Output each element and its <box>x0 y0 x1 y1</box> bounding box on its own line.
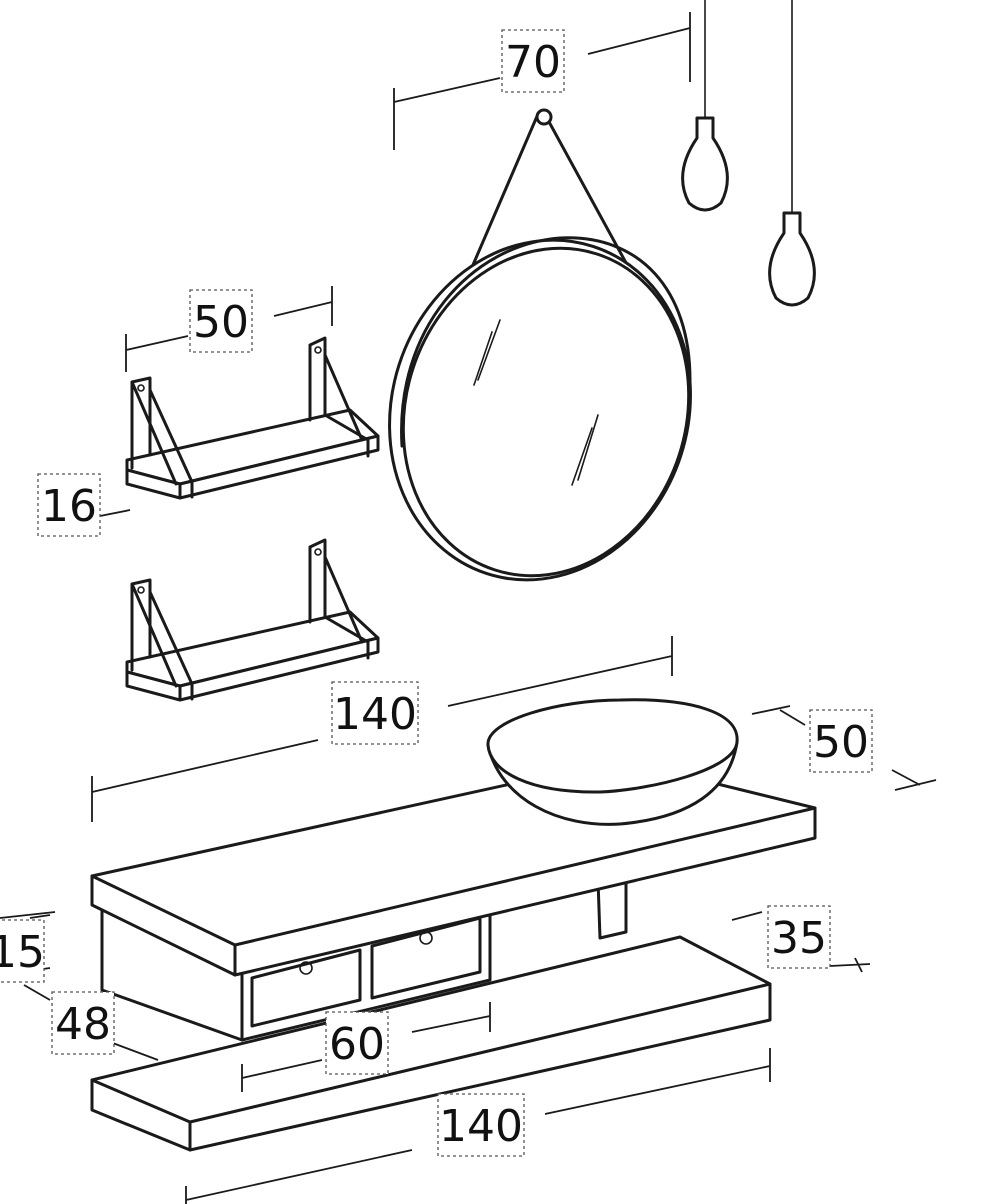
top-width-label: 140 <box>333 689 417 740</box>
basin-depth-label: 50 <box>813 717 869 768</box>
dimension-label-48: 48 <box>51 991 115 1055</box>
lower-shelf-width-label: 140 <box>439 1101 523 1152</box>
dimension-label-140-top: 140 <box>331 681 419 745</box>
lower-floating-shelf <box>90 935 772 1152</box>
dimension-label-50-shelf: 50 <box>189 289 253 353</box>
wall-shelf-upper <box>125 336 380 500</box>
drawer-width-label: 60 <box>329 1019 385 1070</box>
dimension-label-16: 16 <box>37 473 101 537</box>
shelf-height-label: 16 <box>41 481 97 532</box>
lower-shelf-depth-label: 35 <box>771 913 827 964</box>
dimension-label-50-basin: 50 <box>809 709 873 773</box>
vanity-unit <box>90 698 817 1042</box>
pendant-light-left <box>681 0 729 212</box>
dimension-label-70: 70 <box>501 29 565 93</box>
dimension-label-35: 35 <box>767 905 831 969</box>
round-mirror <box>388 108 692 582</box>
pendant-light-right <box>768 0 816 307</box>
mirror-width-label: 70 <box>505 37 561 88</box>
dimension-lines <box>0 12 937 1204</box>
dimension-label-140-lower: 140 <box>437 1093 525 1157</box>
wall-shelf-lower <box>125 538 380 702</box>
shelf-width-label: 50 <box>193 297 249 348</box>
top-thickness-label: 15 <box>0 927 45 978</box>
dimension-label-60: 60 <box>325 1011 389 1075</box>
dimension-label-15: 15 <box>0 919 45 983</box>
top-depth-label: 48 <box>55 999 111 1050</box>
